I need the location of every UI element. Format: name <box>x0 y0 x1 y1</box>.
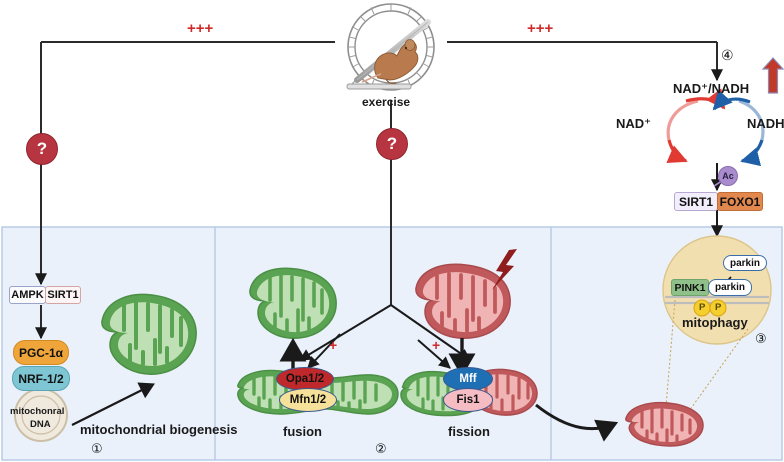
pink1-chip[interactable]: PINK1 <box>671 279 709 296</box>
nad-ratio-label: NAD⁺/NADH <box>673 81 750 96</box>
sirt1-chip-panel1[interactable]: SIRT1 <box>45 286 81 304</box>
step-4-marker: ④ <box>721 47 734 63</box>
exercise-wheel-icon <box>346 3 435 91</box>
center-branch <box>298 304 471 361</box>
plus-label-left: +++ <box>187 20 214 37</box>
ampk-chip[interactable]: AMPK <box>9 286 46 304</box>
pgc1a-chip[interactable]: PGC-1α <box>13 340 69 365</box>
mtdna-label-line1: mitochonral <box>10 406 65 417</box>
lightning-bolt-icon <box>492 249 517 290</box>
panel1-caption: mitochondrial biogenesis <box>80 422 238 437</box>
mouse-icon <box>361 39 419 85</box>
question-mark-left[interactable]: ? <box>26 133 58 165</box>
foxo1-chip[interactable]: FOXO1 <box>717 192 763 211</box>
phospho-label-2: P <box>715 302 722 313</box>
ac-badge: Ac <box>718 166 738 186</box>
fusion-top-mitochondrion <box>249 267 337 339</box>
phospho-label-1: P <box>699 302 706 313</box>
fission-plus-label: + <box>432 337 441 353</box>
question-mark-center[interactable]: ? <box>376 128 408 160</box>
mitophagy-label: mitophagy <box>682 315 748 330</box>
parkin-chip-membrane[interactable]: parkin <box>708 279 752 296</box>
fusion-label: fusion <box>283 424 322 439</box>
mtdna-label-line2: DNA <box>30 419 51 430</box>
sirt1-chip[interactable]: SIRT1 <box>674 192 718 211</box>
parkin-chip-free[interactable]: parkin <box>723 255 767 271</box>
zoom-leader-lines <box>664 299 749 419</box>
healthy-mitochondrion-panel1 <box>101 293 197 375</box>
fusion-plus-label: + <box>329 337 338 353</box>
plus-label-right: +++ <box>527 20 554 37</box>
nadh-label: NADH <box>747 116 784 131</box>
nad-plus-label: NAD⁺ <box>616 116 652 131</box>
panel2-number: ② <box>375 441 387 456</box>
phospho-group-icons <box>693 299 727 317</box>
fission-label: fission <box>448 424 490 439</box>
nad-cycle-icon <box>666 88 765 167</box>
mfn1-2-chip[interactable]: Mfn1/2 <box>279 388 337 412</box>
nad-up-arrow-icon <box>761 57 784 94</box>
exercise-label: exercise <box>362 95 411 109</box>
damaged-mitochondrion-panel3 <box>625 401 704 447</box>
fis1-chip[interactable]: Fis1 <box>443 388 493 412</box>
mff-chip[interactable]: Mff <box>443 367 493 391</box>
panel1-number: ① <box>91 441 103 456</box>
damaged-mitochondrion-top <box>415 263 511 339</box>
panel3-number: ③ <box>755 331 767 346</box>
nrf12-chip[interactable]: NRF-1/2 <box>12 366 70 391</box>
